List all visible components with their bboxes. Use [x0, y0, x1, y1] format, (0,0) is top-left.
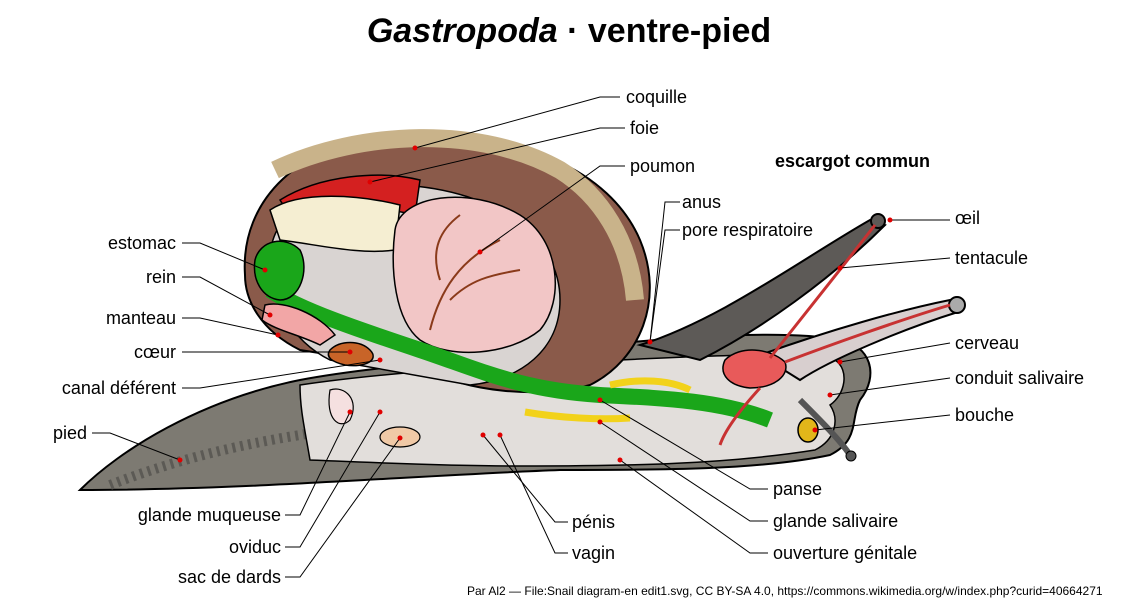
label-foie: foie [630, 118, 660, 138]
label-conduit-salivaire: conduit salivaire [955, 368, 1085, 388]
label-sac-de-dards: sac de dards [177, 567, 281, 587]
label-poumon: poumon [630, 156, 696, 176]
label-ouverture-genitale: ouverture génitale [773, 543, 918, 563]
label-panse: panse [773, 479, 823, 499]
salivary-gland-upper [609, 377, 692, 394]
label-estomac: estomac [107, 233, 176, 253]
label-tentacule: tentacule [955, 248, 1029, 268]
kidney [261, 303, 337, 346]
label-rein: rein [145, 267, 176, 287]
label-cerveau: cerveau [955, 333, 1020, 353]
label-coquille: coquille [626, 87, 688, 107]
shell-band [271, 129, 644, 301]
label-pied: pied [52, 423, 87, 443]
label-bouche: bouche [955, 405, 1015, 425]
intestine [265, 283, 773, 428]
label-glande-muqueuse: glande muqueuse [137, 505, 281, 525]
label-glande-salivaire: glande salivaire [773, 511, 899, 531]
label-manteau: manteau [105, 308, 176, 328]
label-canal-deferent: canal déférent [61, 378, 176, 398]
label-oeil: œil [955, 208, 980, 228]
nerves [718, 224, 951, 446]
stomach [253, 240, 305, 301]
salivary-gland-lower [524, 408, 631, 423]
brain [722, 349, 787, 389]
lower-eyestalk [797, 397, 853, 457]
image-credit: Par Al2 — File:Snail diagram-en edit1.sv… [467, 584, 1103, 598]
title-genus: Gastropoda [366, 12, 558, 50]
mucous-gland [328, 388, 354, 425]
label-oviduc: oviduc [228, 537, 281, 557]
diagram-subtitle: escargot commun [775, 151, 931, 171]
lung [392, 196, 556, 354]
label-penis: pénis [572, 512, 616, 532]
label-vagin: vagin [572, 543, 616, 563]
page-title: Gastropoda · ventre-pied [0, 12, 1138, 51]
leader-lines [92, 96, 951, 578]
leader-dots [177, 145, 893, 463]
label-anus: anus [682, 192, 722, 212]
label-coeur: cœur [134, 342, 176, 362]
label-pore-respiratoire: pore respiratoire [682, 220, 814, 240]
title-rest: · ventre-pied [557, 12, 772, 50]
